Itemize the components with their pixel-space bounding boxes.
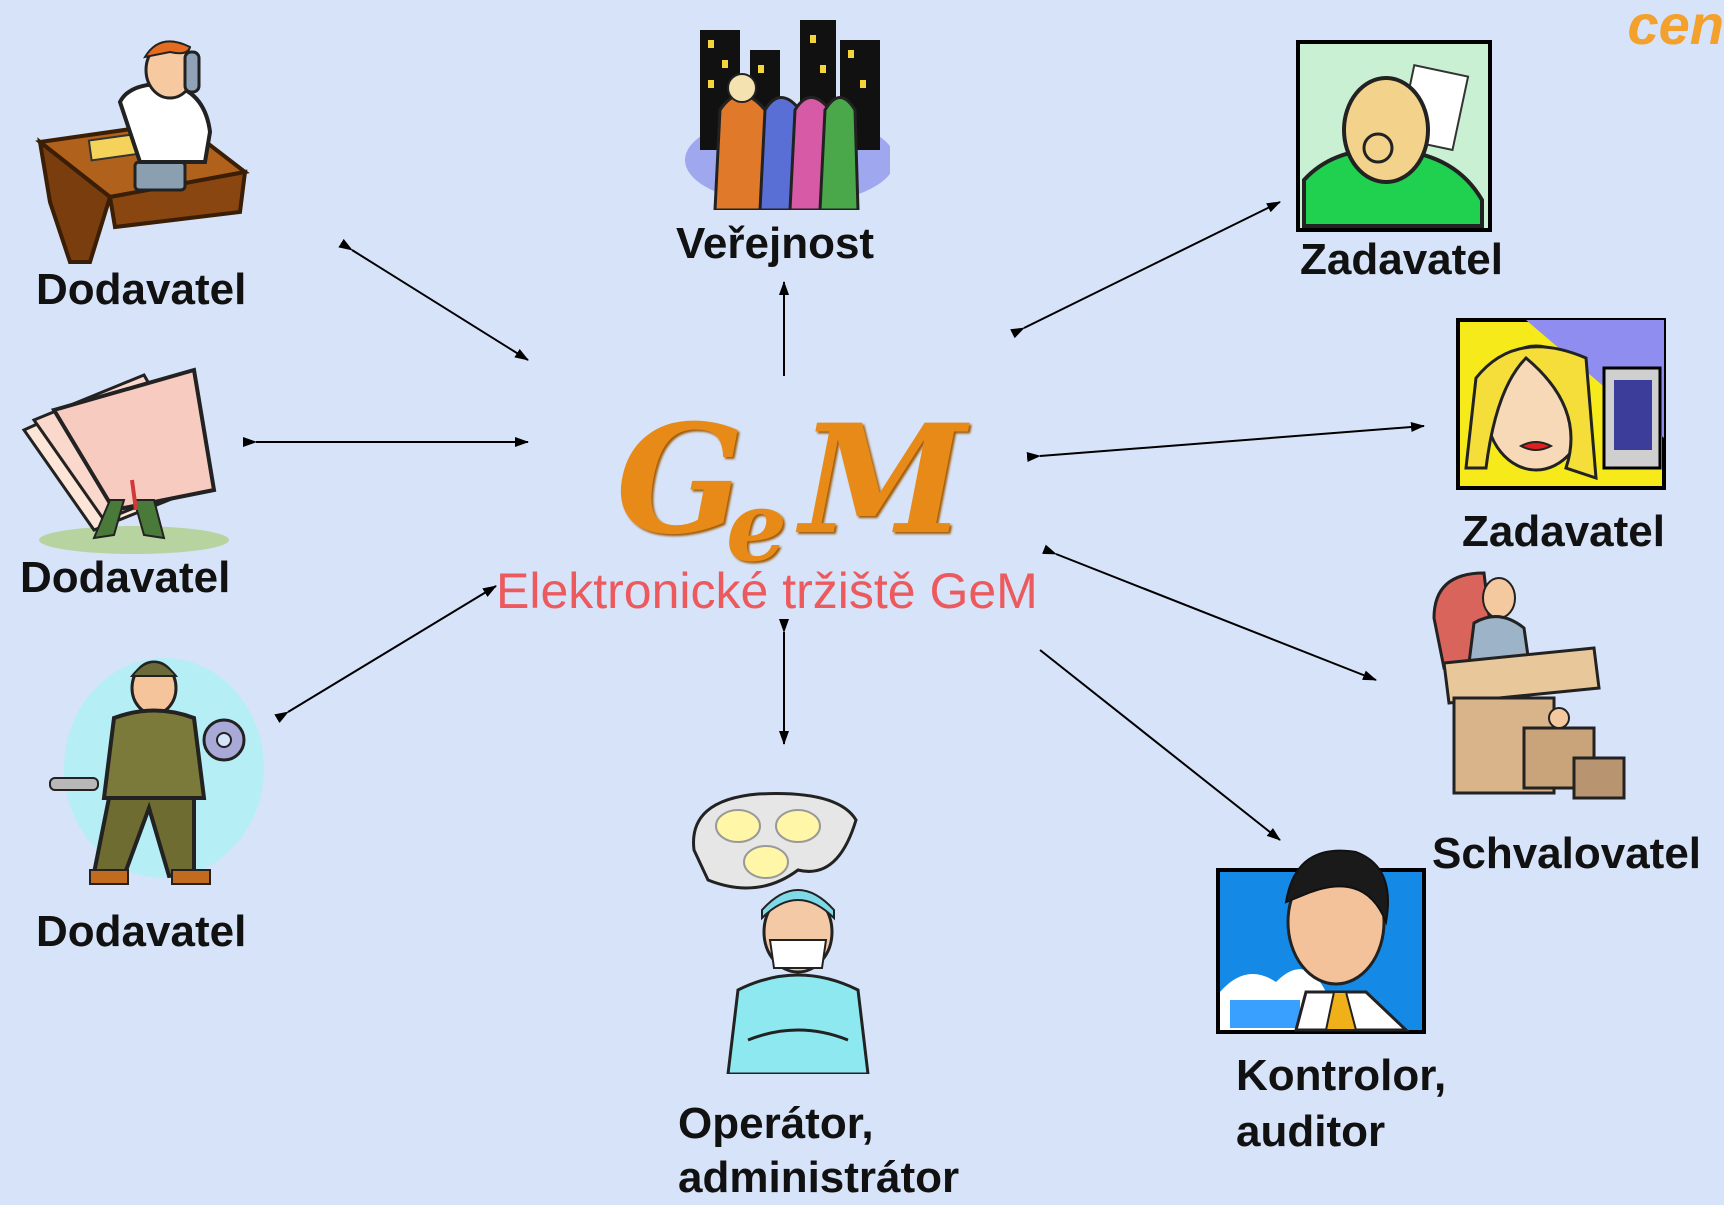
arrow-dodavatel-1 [352,250,528,360]
woman-reading-icon [1296,40,1492,232]
paper-stack-man-icon [14,360,234,560]
desk-hierarchy-icon [1424,568,1654,800]
label-kontrolor-line1: Kontrolor, [1236,1050,1446,1103]
mechanic-icon [44,648,264,888]
label-operator-line1: Operátor, [678,1098,874,1151]
arrow-kontrolor [1040,650,1280,840]
label-dodavatel-1: Dodavatel [36,264,246,317]
arrow-dodavatel-3 [288,586,496,712]
arrow-zadavatel-1 [1024,202,1280,328]
label-schvalovatel: Schvalovatel [1432,828,1701,881]
city-crowd-icon [680,10,890,210]
label-verejnost: Veřejnost [676,218,874,271]
arrow-schvalovatel [1056,554,1376,680]
label-zadavatel-1: Zadavatel [1300,234,1503,287]
label-kontrolor-line2: auditor [1236,1106,1385,1159]
woman-computer-icon [1456,318,1666,490]
surgeon-icon [688,790,888,1074]
label-zadavatel-2: Zadavatel [1462,506,1665,559]
label-dodavatel-3: Dodavatel [36,906,246,959]
businessman-portrait-icon [1216,842,1426,1034]
arrow-zadavatel-2 [1040,426,1424,456]
gem-subtitle: Elektronické tržiště GeM [496,562,1038,620]
logo-letter-g: G [616,392,744,568]
phone-desk-man-icon [30,22,250,272]
logo-letter-m: M [800,392,966,568]
label-operator-line2: administrátor [678,1152,959,1205]
label-dodavatel-2: Dodavatel [20,552,230,605]
corner-logo-text: cen [1628,0,1724,57]
